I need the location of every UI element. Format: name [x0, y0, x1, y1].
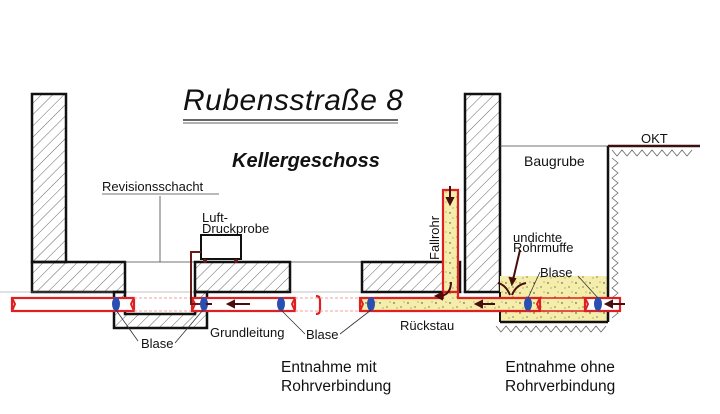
label-okt: OKT — [641, 131, 668, 146]
blase-leaders — [115, 271, 599, 344]
bubble-2 — [200, 297, 208, 311]
label-undichte-line1: undichte — [513, 230, 563, 245]
caption-right-line2: Rohrverbindung — [505, 378, 616, 395]
label-fallrohr: Fallrohr — [427, 215, 442, 260]
caption-left-line1: Entnahme mit — [281, 359, 377, 376]
label-luft-druckprobe: Luft- Druckprobe — [202, 210, 270, 236]
label-baugrube: Baugrube — [524, 153, 585, 169]
label-luft-line1: Luft- — [202, 210, 229, 225]
middle-slab — [193, 260, 292, 294]
arrow-left-icon — [225, 299, 250, 309]
arrow-left-icon — [473, 299, 495, 309]
label-undichte-line2: Rohrmuffe — [513, 240, 574, 255]
caption-entnahme-ohne: Entnahme ohne Rohrverbindung — [505, 358, 615, 396]
title-underline — [183, 119, 398, 124]
left-wall — [30, 92, 127, 294]
leak-splash-icon — [497, 282, 527, 296]
caption-left-line2: Rohrverbindung — [281, 378, 392, 395]
diagram-subtitle: Kellergeschoss — [232, 150, 380, 172]
caption-entnahme-mit: Entnahme mit Rohrverbindung — [281, 358, 391, 396]
label-luft-line2: Druckprobe — [202, 221, 270, 236]
diagram-title: Rubensstraße 8 — [183, 84, 404, 117]
label-undichte-rohrmuffe: undichte Rohrmuffe — [513, 230, 574, 255]
label-grundleitung: Grundleitung — [210, 325, 285, 340]
right-slab — [360, 92, 502, 294]
flow-arrows — [206, 186, 625, 309]
arrow-left-icon — [603, 299, 625, 309]
arrow-down-icon — [445, 186, 455, 207]
pipe-break-mark — [295, 294, 360, 316]
caption-right-line1: Entnahme ohne — [505, 359, 615, 376]
bubble-3 — [277, 297, 285, 311]
bubble-5 — [524, 297, 532, 311]
leak-arrow-icon — [508, 249, 521, 287]
pipe-left-segment — [10, 296, 136, 313]
label-blase-1: Blase — [141, 336, 174, 351]
bubble-6 — [594, 297, 602, 311]
label-blase-2: Blase — [306, 327, 339, 342]
bubbles — [112, 297, 602, 311]
pipe-shaft-gap — [134, 297, 192, 312]
air-pressure-tester — [190, 234, 242, 305]
label-blase-3: Blase — [540, 265, 573, 280]
label-rueckstau: Rückstau — [400, 318, 455, 333]
label-revisionsschacht: Revisionsschacht — [102, 179, 204, 194]
arrow-curve-icon — [433, 281, 452, 301]
downpipe — [441, 188, 460, 294]
bubble-1 — [112, 297, 120, 311]
bubble-4 — [367, 297, 375, 311]
